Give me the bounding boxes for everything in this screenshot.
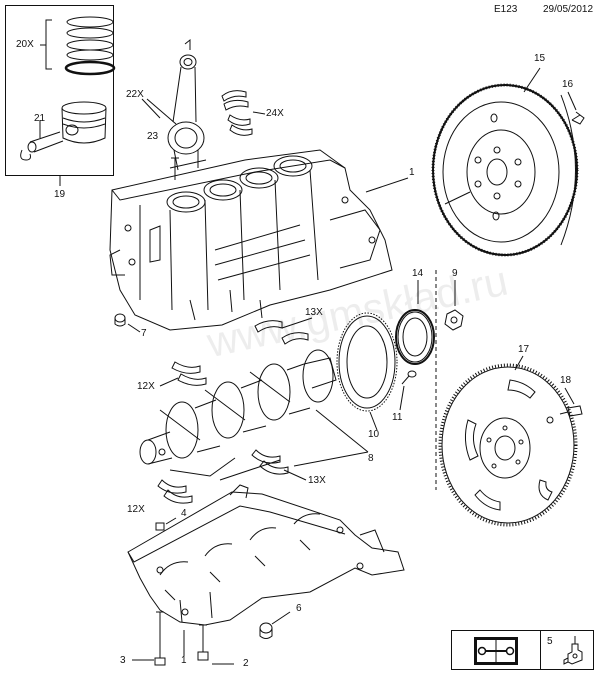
callout-14: 14: [412, 268, 424, 279]
flywheel-bolt: [571, 111, 585, 125]
callout-3: 3: [120, 655, 126, 666]
main-bearing-shells-lower: [157, 449, 289, 504]
flexplate-bolt: [559, 405, 583, 417]
leader-24x: [252, 111, 266, 115]
callout-15: 15: [534, 53, 546, 64]
bedplate-bolts: [154, 611, 209, 666]
crankshaft-reluctor-ring: [336, 312, 398, 412]
callout-11: 11: [392, 412, 403, 423]
crankshaft: [139, 349, 337, 481]
leader-16: [567, 91, 577, 111]
sensor-part-icon: [563, 636, 583, 665]
piston-rings: [40, 16, 116, 76]
leader-7: [127, 323, 141, 333]
legend-manual-cell: [452, 631, 541, 669]
legend-box: 5: [451, 630, 594, 670]
callout-17: 17: [518, 344, 530, 355]
crankshaft-rear-seal: [395, 309, 435, 365]
callout-20x: 20X: [16, 39, 34, 50]
legend-number: 5: [547, 636, 553, 647]
leader-12x-top: [159, 377, 179, 387]
leader-8: [293, 409, 369, 467]
callout-16: 16: [562, 79, 574, 90]
block-bolt: [114, 313, 126, 327]
callout-18: 18: [560, 375, 572, 386]
locating-stud: [155, 522, 165, 531]
leader-4: [165, 517, 177, 525]
leader-18: [564, 387, 575, 405]
connecting-rod: [167, 38, 207, 180]
callout-2: 2: [243, 658, 249, 669]
callout-9: 9: [452, 268, 458, 279]
callout-12x-top: 12X: [137, 381, 155, 392]
callout-22x: 22X: [126, 89, 144, 100]
leader-6: [271, 611, 291, 625]
drain-plug: [259, 622, 273, 639]
reluctor-ring-screw: [401, 370, 417, 385]
leader-13x-top: [281, 317, 313, 329]
wrench-book-icon: [474, 637, 518, 665]
callout-10: 10: [368, 429, 380, 440]
callout-19: 19: [54, 189, 66, 200]
callout-1-bottom: 1: [181, 655, 187, 666]
callout-13x-top: 13X: [305, 307, 323, 318]
callout-13x-bottom: 13X: [308, 475, 326, 486]
leader-22x: [141, 98, 177, 125]
callout-8: 8: [368, 453, 374, 464]
callout-4: 4: [181, 508, 187, 519]
leader-13x-bottom: [283, 469, 307, 481]
callout-6: 6: [296, 603, 302, 614]
callout-1: 1: [409, 167, 415, 178]
diagram-code: E123: [494, 4, 518, 15]
callout-7: 7: [141, 328, 147, 339]
callout-21: 21: [34, 113, 46, 124]
diagram-date: 29/05/2012: [543, 4, 594, 15]
watermark-text: www.gmskład.ru: [202, 257, 512, 367]
pilot-bushing: [444, 309, 464, 331]
leader-1: [365, 177, 409, 193]
callout-23: 23: [147, 131, 159, 142]
callout-24x: 24X: [266, 108, 284, 119]
leader-11: [399, 385, 405, 411]
rod-bearing-shells: [221, 90, 253, 136]
leader-10: [369, 411, 378, 431]
dual-mass-flywheel: [431, 83, 579, 257]
piston-assembly: [20, 101, 107, 161]
callout-12x-bottom: 12X: [127, 504, 145, 515]
crankcase-bedplate: [127, 484, 405, 626]
flexplate: [438, 363, 578, 527]
cylinder-block: [109, 149, 393, 331]
leader-15: [523, 67, 541, 93]
piston-inset-frame: [5, 5, 114, 176]
leader-17: [514, 355, 524, 371]
